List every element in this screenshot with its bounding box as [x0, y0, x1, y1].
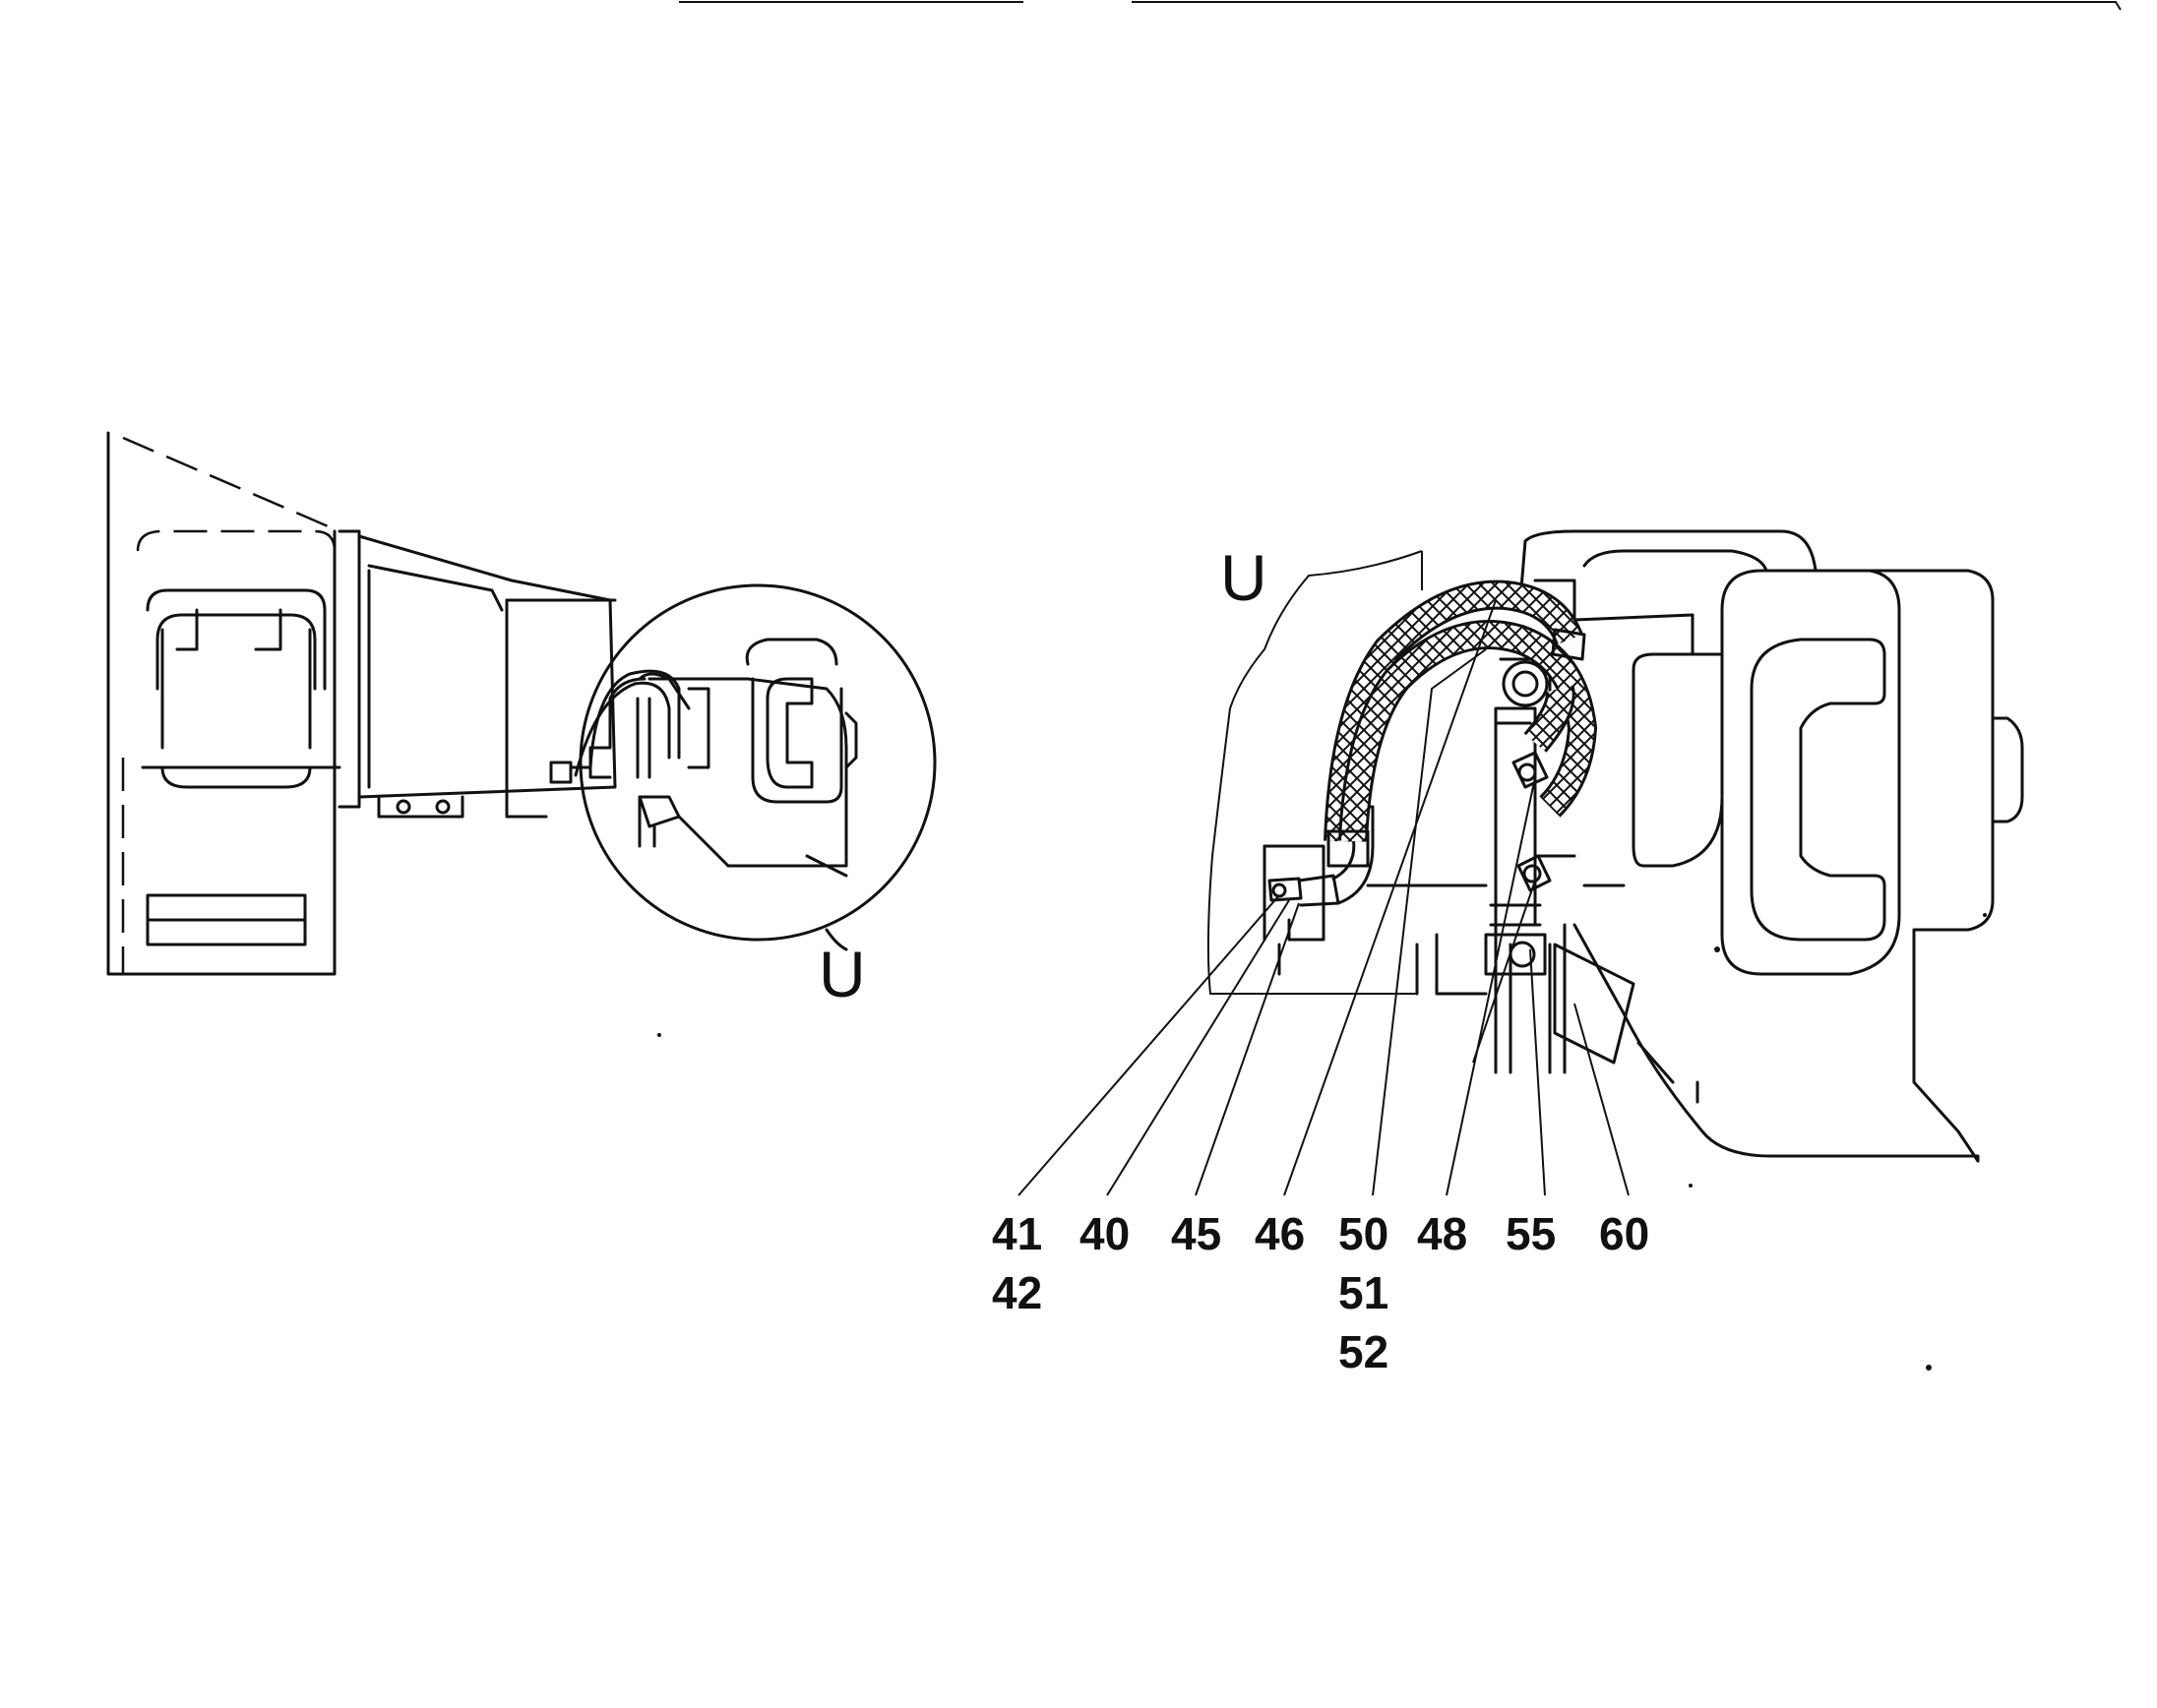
callout-label: 42 [992, 1267, 1042, 1318]
callout-label: 46 [1255, 1208, 1305, 1259]
callout-60: 60 [1599, 1208, 1649, 1259]
callout-label: 52 [1338, 1326, 1388, 1377]
callout-label: 60 [1599, 1208, 1649, 1259]
overview-drawing [106, 1, 2122, 976]
callout-48: 48 [1417, 1208, 1467, 1259]
callout-45: 45 [1171, 1208, 1221, 1259]
callout-label: 40 [1079, 1208, 1130, 1259]
callout-label: 50 [1338, 1208, 1388, 1259]
callout-label: 51 [1338, 1267, 1388, 1318]
callout-labels: 41 42 40 45 46 50 51 52 48 55 60 [992, 1208, 1649, 1377]
callout-41-42: 41 42 [992, 1208, 1055, 1318]
callout-55: 55 [1506, 1208, 1556, 1259]
callout-40: 40 [1079, 1208, 1130, 1259]
detail-view-u [657, 529, 2024, 1371]
callout-label: 41 [992, 1208, 1042, 1259]
callout-label: 55 [1506, 1208, 1556, 1259]
callout-50-51-52: 50 51 52 [1338, 1208, 1401, 1377]
callout-label: 45 [1171, 1208, 1221, 1259]
view-marker-right: U [1220, 541, 1267, 614]
view-marker-left: U [819, 938, 866, 1010]
callout-label: 48 [1417, 1208, 1467, 1259]
callout-46: 46 [1255, 1208, 1305, 1259]
